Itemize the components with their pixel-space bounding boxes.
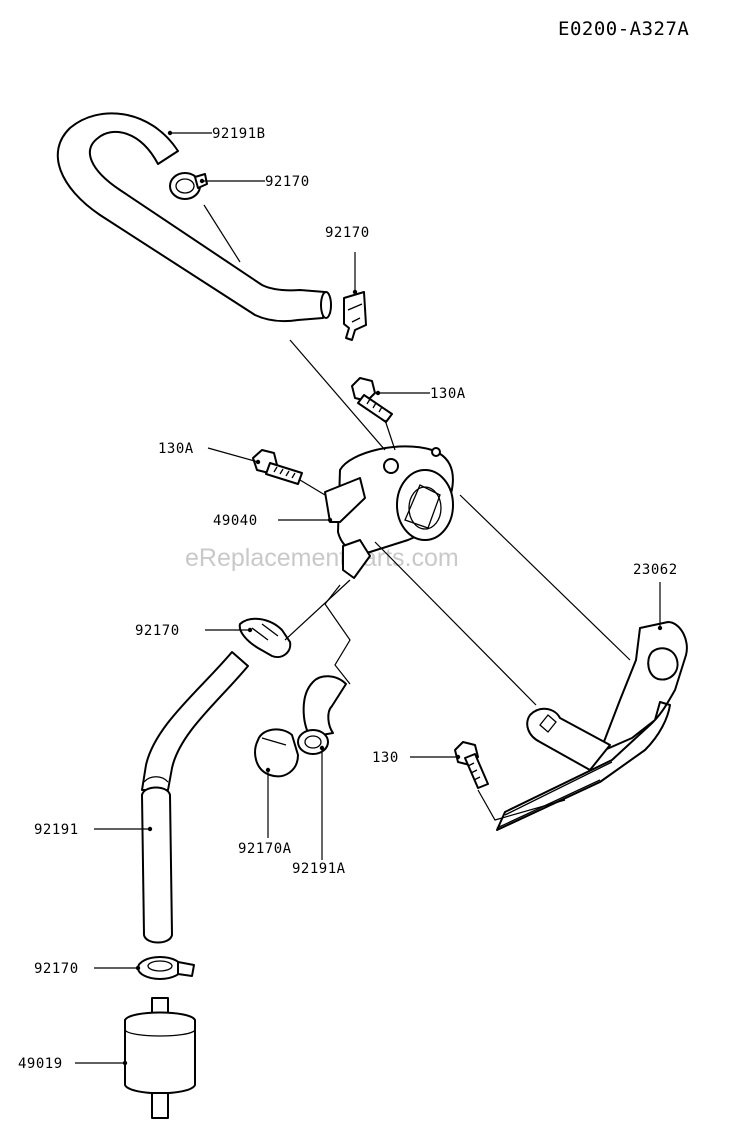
clamp-92170-center[interactable]: [238, 617, 292, 658]
callout-130[interactable]: 130: [372, 750, 399, 766]
callout-130a-left[interactable]: 130A: [158, 441, 194, 457]
callout-92191a[interactable]: 92191A: [292, 861, 346, 877]
callout-49040[interactable]: 49040: [213, 513, 258, 529]
bracket-23062[interactable]: [496, 621, 688, 831]
clamp-92170-bottom[interactable]: [137, 956, 195, 980]
clamp-92170-top[interactable]: [169, 172, 208, 200]
callout-92170-bottom[interactable]: 92170: [34, 961, 79, 977]
bolt-130a-right[interactable]: [351, 377, 393, 423]
callout-92170-top[interactable]: 92170: [265, 174, 310, 190]
callout-92191[interactable]: 92191: [34, 822, 79, 838]
clamp-92170-right[interactable]: [343, 291, 367, 341]
hose-92191a[interactable]: [297, 675, 347, 755]
diagram-code: E0200-A327A: [558, 18, 689, 40]
callout-92170a[interactable]: 92170A: [238, 841, 292, 857]
callout-92170-right[interactable]: 92170: [325, 225, 370, 241]
fuel-filter-49019[interactable]: [124, 997, 196, 1119]
callout-labels: 92191B 92170 92170 130A 130A 49040 23062…: [18, 126, 678, 1072]
callout-92170-center[interactable]: 92170: [135, 623, 180, 639]
callout-49019[interactable]: 49019: [18, 1056, 63, 1072]
callout-130a-right[interactable]: 130A: [430, 386, 466, 402]
hose-92191b[interactable]: [56, 112, 332, 323]
fuel-pump-49040[interactable]: [324, 445, 454, 579]
callout-leaders: [75, 130, 663, 1066]
watermark: eReplacementParts.com: [185, 544, 459, 572]
callout-92191b[interactable]: 92191B: [212, 126, 266, 142]
hose-92191[interactable]: [141, 651, 249, 944]
clamp-92170a[interactable]: [254, 728, 299, 778]
assembly-lines: [203, 204, 631, 821]
bolt-130a-left[interactable]: [252, 449, 303, 485]
bolt-130[interactable]: [454, 741, 489, 789]
callout-23062[interactable]: 23062: [633, 562, 678, 578]
